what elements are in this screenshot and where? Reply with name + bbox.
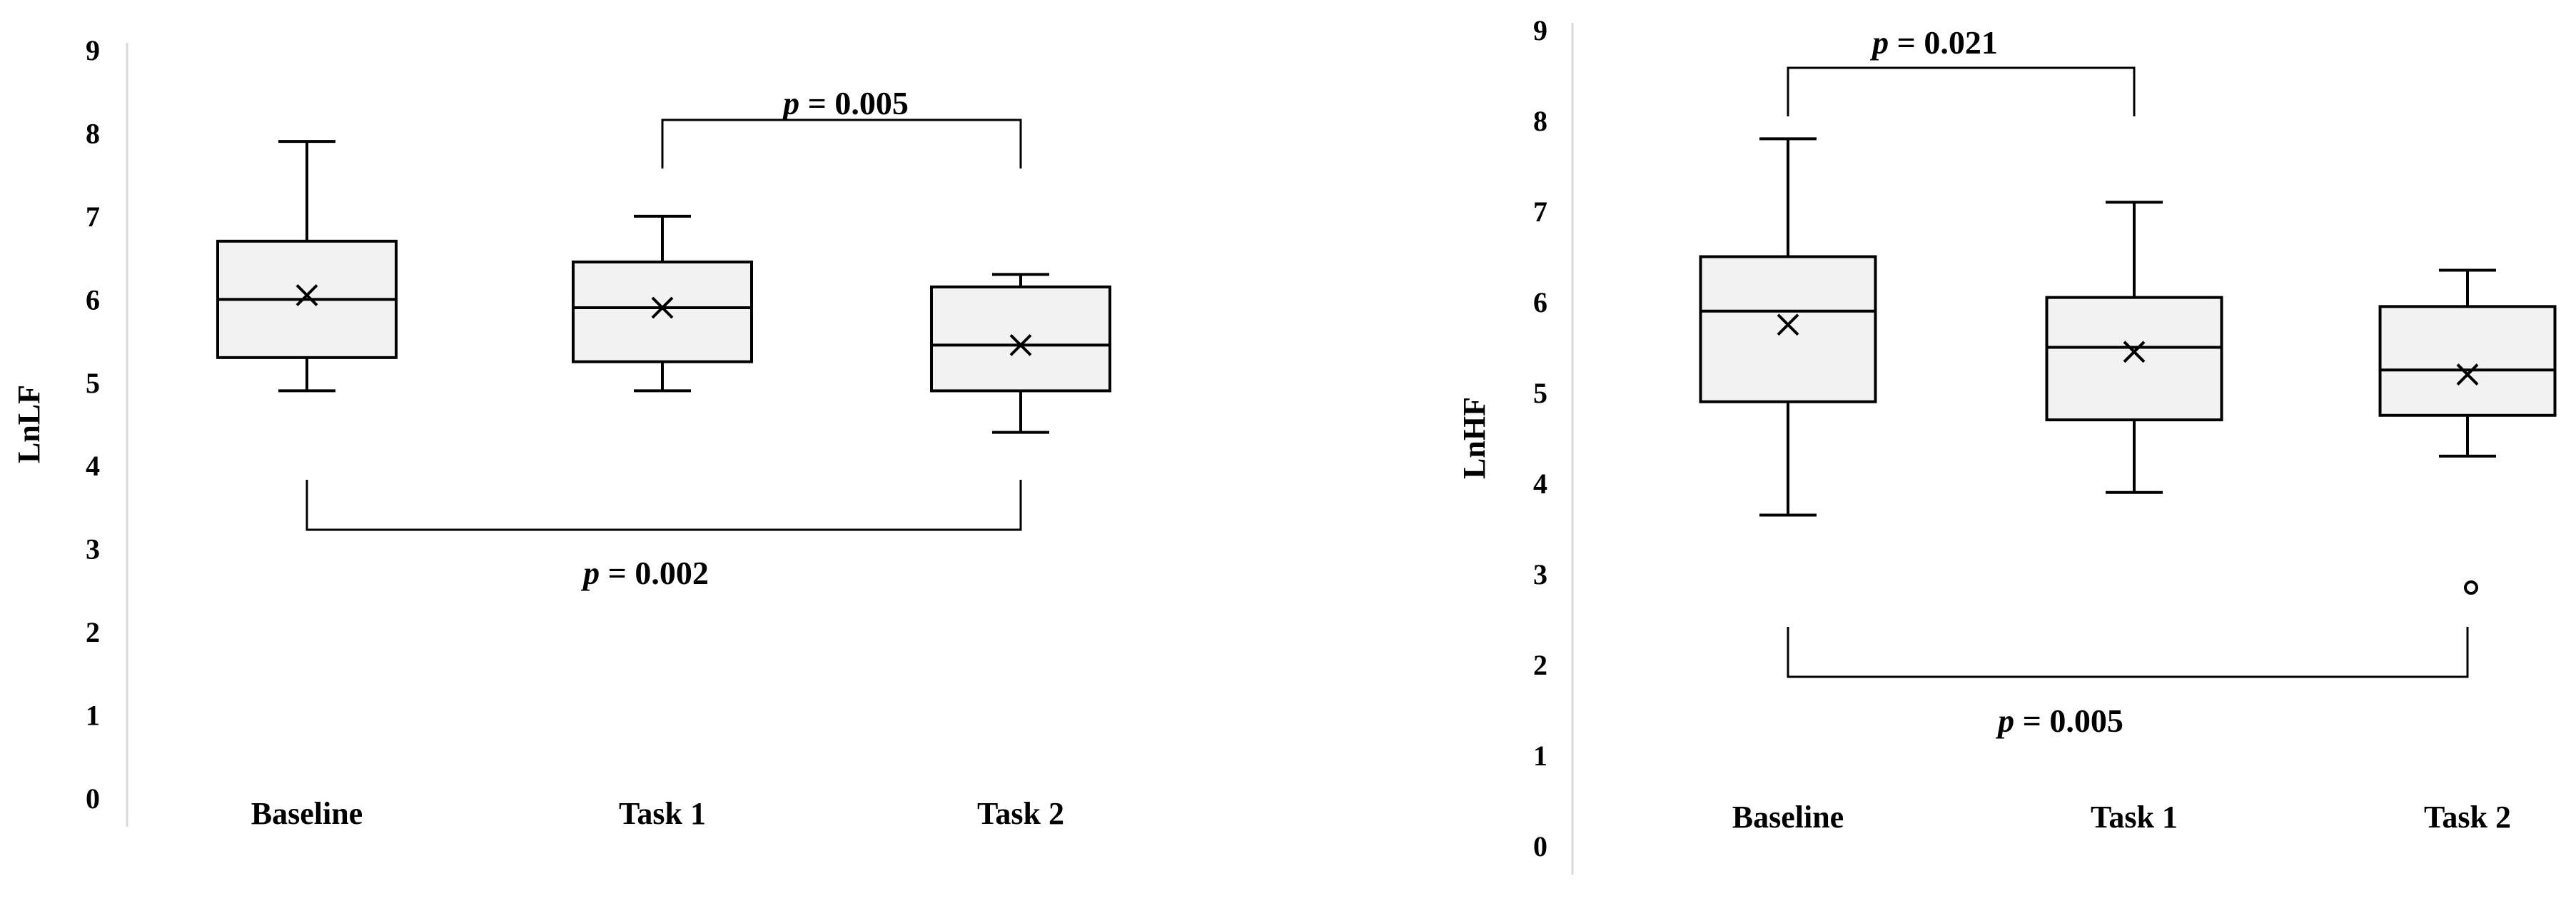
- bracket-line: [661, 119, 1022, 168]
- significance-bracket-2: p = 0.002: [305, 480, 1022, 591]
- y-tick-label: 2: [86, 616, 100, 648]
- iqr-box: [2045, 296, 2223, 422]
- y-tick-label: 8: [1533, 105, 1547, 137]
- mean-marker: [2123, 341, 2146, 363]
- mean-marker: [2456, 363, 2479, 386]
- bracket-line: [1787, 627, 2469, 678]
- x-category-label: Task 2: [2424, 800, 2511, 835]
- iqr-box: [2378, 305, 2557, 417]
- box-2: [572, 214, 753, 393]
- bracket-line: [1787, 66, 2136, 116]
- y-tick-label: 0: [86, 782, 100, 815]
- outlier-point: [2464, 580, 2478, 595]
- iqr-box: [572, 260, 753, 363]
- box-3: [930, 273, 1111, 434]
- mean-marker: [1009, 333, 1032, 356]
- y-tick-label: 6: [86, 283, 100, 316]
- y-tick-label: 3: [86, 533, 100, 565]
- y-tick-label: 9: [1533, 14, 1547, 46]
- y-tick-label: 8: [86, 117, 100, 149]
- y-tick-label: 2: [1533, 649, 1547, 681]
- bracket-line: [305, 480, 1022, 531]
- y-tick-label: 5: [86, 367, 100, 399]
- iqr-box: [930, 285, 1111, 393]
- p-value-label: p = 0.002: [580, 555, 709, 591]
- x-category-label: Task 1: [2091, 800, 2178, 835]
- significance-bracket-1: p = 0.021: [1787, 24, 2136, 116]
- mean-marker: [296, 284, 318, 306]
- x-category-label: Task 1: [619, 796, 706, 831]
- y-tick-label: 3: [1533, 558, 1547, 590]
- p-value-label: p = 0.021: [1869, 24, 1998, 61]
- box-1: [216, 140, 398, 393]
- box-3: [2378, 268, 2557, 595]
- significance-bracket-2: p = 0.005: [1787, 627, 2469, 739]
- significance-bracket-1: p = 0.005: [661, 85, 1022, 168]
- y-tick-label: 0: [1533, 830, 1547, 862]
- y-tick-label: 1: [86, 700, 100, 732]
- mean-marker: [651, 296, 674, 319]
- iqr-box: [1699, 255, 1877, 403]
- p-value-label: p = 0.005: [1995, 703, 2123, 739]
- box-2: [2045, 201, 2223, 494]
- p-value-label: p = 0.005: [780, 85, 909, 121]
- x-category-label: Baseline: [251, 796, 363, 831]
- y-axis-label: LnLF: [11, 385, 46, 463]
- box-1: [1699, 137, 1877, 517]
- y-tick-label: 7: [86, 201, 100, 233]
- y-tick-label: 4: [1533, 468, 1547, 500]
- x-category-label: Baseline: [1732, 800, 1844, 835]
- y-tick-label: 6: [1533, 286, 1547, 318]
- mean-marker: [1777, 313, 1799, 336]
- y-tick-label: 5: [1533, 377, 1547, 409]
- y-tick-label: 1: [1533, 740, 1547, 772]
- y-tick-label: 4: [86, 450, 100, 482]
- y-axis-label: LnHF: [1457, 397, 1492, 479]
- y-tick-label: 7: [1533, 196, 1547, 228]
- x-category-label: Task 2: [977, 796, 1064, 831]
- y-tick-label: 9: [86, 34, 100, 66]
